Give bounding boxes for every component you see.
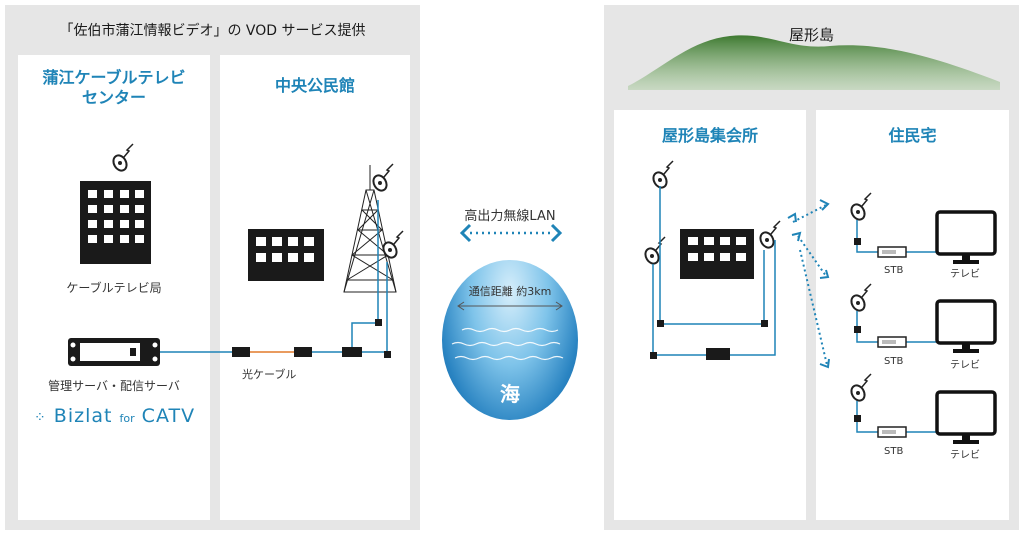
assembly-title: 屋形島集会所 (661, 126, 758, 145)
cable-center-title-line2: センター (81, 88, 146, 107)
assembly-dish-icon-3 (756, 220, 781, 251)
server-icon (68, 338, 160, 366)
tv-label-1: テレビ (950, 269, 980, 280)
wireless-arrow-icon (459, 223, 563, 243)
station-label: ケーブルテレビ局 (66, 281, 162, 295)
bizlat-logo: ⁘ Bizlat for CATV (34, 405, 195, 427)
island-title: 屋形島 (788, 26, 834, 44)
assembly-box (614, 110, 806, 520)
logo-main: Bizlat (53, 405, 113, 427)
hall-title: 中央公民館 (274, 76, 355, 95)
distance-label: 通信距離 約3km (468, 285, 552, 298)
wireless-label: 高出力無線LAN (464, 209, 556, 224)
cable-station-building-icon (80, 143, 151, 264)
stb-label-1: STB (884, 265, 904, 276)
hall-building-icon (248, 229, 324, 281)
cable-center-box (18, 55, 210, 520)
sea-label: 海 (500, 382, 520, 406)
home-2 (847, 283, 997, 355)
mountain-icon (628, 35, 1000, 90)
cable-center-title-line1: 蒲江ケーブルテレビ (42, 68, 186, 87)
home-1 (847, 192, 997, 266)
assembly-building-icon (680, 229, 754, 279)
home-wireless-arrows-icon (792, 204, 828, 366)
tower-icon (343, 165, 397, 293)
tv-label-3: テレビ (950, 450, 980, 461)
logo-catv: CATV (141, 405, 196, 427)
tower-dish-icon-top (369, 163, 394, 194)
assembly-dish-icon-1 (649, 160, 674, 191)
fiber-cable-label: 光ケーブル (242, 368, 297, 381)
stb-label-2: STB (884, 356, 904, 367)
assembly-dish-icon-2 (641, 236, 666, 267)
logo-for: for (119, 412, 135, 425)
tv-label-2: テレビ (950, 360, 980, 371)
home-3 (847, 373, 997, 446)
sea-circle (442, 260, 578, 420)
homes-title: 住民宅 (888, 126, 937, 145)
logo-dots-icon: ⁘ (34, 410, 47, 426)
server-label: 管理サーバ・配信サーバ (48, 379, 180, 393)
left-panel-title: 「佐伯市蒲江情報ビデオ」の VOD サービス提供 (59, 23, 366, 39)
stb-label-3: STB (884, 446, 904, 457)
